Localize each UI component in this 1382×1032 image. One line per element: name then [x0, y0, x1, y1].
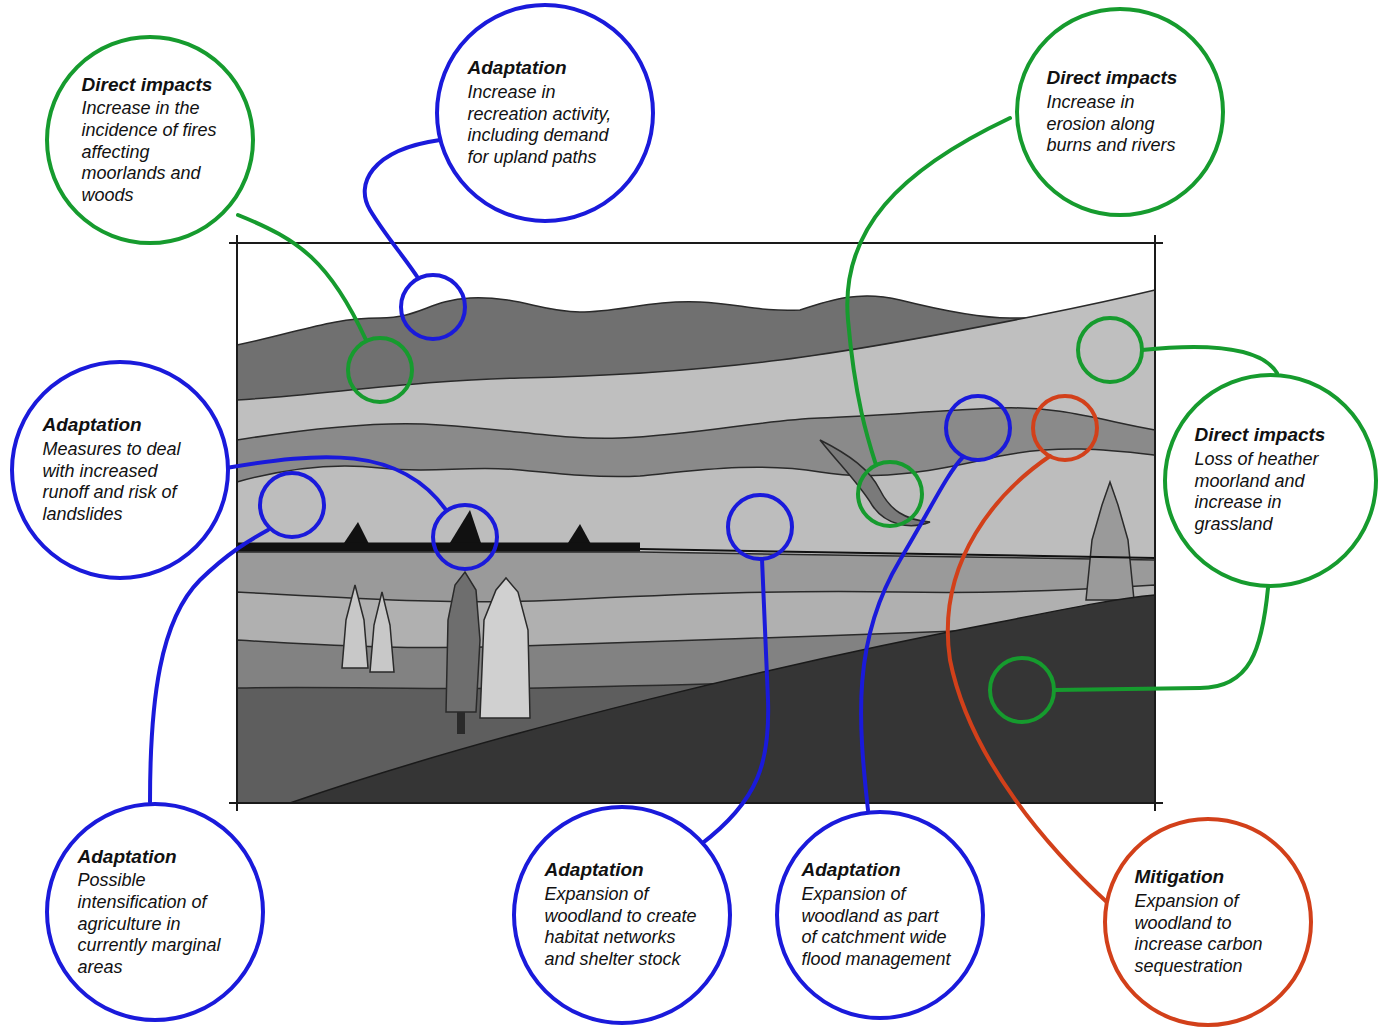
callout-circle: AdaptationMeasures to deal with increase… [10, 360, 230, 580]
landslide [448, 510, 482, 546]
callout-body: Expansion of woodland to create habitat … [545, 884, 700, 970]
callout-text: AdaptationExpansion of woodland to creat… [545, 859, 700, 970]
callout-text: AdaptationExpansion of woodland as part … [802, 859, 959, 970]
callout-text: AdaptationMeasures to deal with increase… [43, 414, 198, 525]
marker-circle [946, 396, 1010, 460]
frame-line [236, 235, 238, 811]
callout-circle: Direct impactsLoss of heather moorland a… [1163, 373, 1378, 588]
landslide [342, 522, 370, 546]
callout-body: Increase in recreation activity, includi… [468, 82, 623, 168]
callout-heading: Direct impacts [82, 74, 219, 97]
callout-heading: Adaptation [545, 859, 700, 882]
callout-body: Expansion of woodland as part of catchme… [802, 884, 959, 970]
callout-circle: AdaptationExpansion of woodland to creat… [512, 805, 732, 1025]
callout-heading: Mitigation [1135, 866, 1282, 889]
leader-line [700, 559, 768, 845]
conifer [1086, 482, 1134, 600]
callout-heading: Adaptation [43, 414, 198, 437]
callout-body: Measures to deal with increased runoff a… [43, 439, 198, 525]
callout-circle: Direct impactsIncrease in the incidence … [45, 35, 255, 245]
callout-text: Direct impactsLoss of heather moorland a… [1195, 424, 1346, 535]
callout-body: Increase in the incidence of fires affec… [82, 98, 219, 206]
leader-line [365, 140, 440, 278]
callout-heading: Direct impacts [1047, 67, 1194, 90]
marker-circle [1033, 396, 1097, 460]
callout-heading: Direct impacts [1195, 424, 1346, 447]
mid-band [237, 408, 1155, 803]
river [640, 549, 1155, 558]
callout-circle: AdaptationPossible intensification of ag… [45, 802, 265, 1022]
picture-frame [229, 235, 1163, 811]
leader-lines [150, 118, 1277, 905]
leader-line [238, 215, 366, 340]
light-band [237, 449, 1155, 803]
callout-text: AdaptationPossible intensification of ag… [78, 846, 233, 979]
frame-line [1154, 235, 1156, 811]
callout-circle: AdaptationExpansion of woodland as part … [775, 810, 985, 1020]
leader-line [847, 118, 1010, 465]
foreground-hill [290, 595, 1155, 803]
callout-body: Increase in erosion along burns and rive… [1047, 92, 1194, 157]
leader-line [1142, 347, 1277, 373]
tree [446, 572, 480, 712]
callout-circle: Direct impactsIncrease in erosion along … [1015, 7, 1225, 217]
tree [480, 578, 530, 718]
light-slope [237, 290, 1155, 803]
marker-circles [260, 275, 1142, 722]
river [237, 543, 640, 552]
callout-body: Possible intensification of agriculture … [78, 870, 233, 978]
tree [342, 585, 368, 668]
marker-circle [858, 462, 922, 526]
erosion-channel [820, 440, 930, 526]
marker-circle [728, 495, 792, 559]
marker-circle [1078, 318, 1142, 382]
leader-line [1054, 588, 1268, 690]
frame-line [229, 802, 1163, 804]
sky [237, 243, 1155, 803]
tree-trunk [457, 712, 465, 734]
leader-line [150, 530, 268, 802]
field-strip [237, 585, 1155, 803]
callout-text: MitigationExpansion of woodland to incre… [1135, 866, 1282, 977]
landscape [237, 243, 1155, 803]
callout-body: Loss of heather moorland and increase in… [1195, 449, 1346, 535]
callout-heading: Adaptation [802, 859, 959, 882]
callout-text: AdaptationIncrease in recreation activit… [468, 57, 623, 168]
marker-circle [260, 473, 324, 537]
callout-text: Direct impactsIncrease in erosion along … [1047, 67, 1194, 157]
tree [370, 592, 394, 672]
lower-fields [237, 552, 1155, 803]
marker-circle [348, 338, 412, 402]
callout-circle: AdaptationIncrease in recreation activit… [435, 3, 655, 223]
callout-heading: Adaptation [468, 57, 623, 80]
callout-circle: MitigationExpansion of woodland to incre… [1103, 817, 1313, 1027]
callout-body: Expansion of woodland to increase carbon… [1135, 891, 1282, 977]
frame-line [229, 242, 1163, 244]
callout-heading: Adaptation [78, 846, 233, 869]
marker-circle [433, 505, 497, 569]
callout-text: Direct impactsIncrease in the incidence … [82, 74, 219, 207]
marker-circle [990, 658, 1054, 722]
marker-circle [401, 275, 465, 339]
leader-line [948, 456, 1110, 905]
